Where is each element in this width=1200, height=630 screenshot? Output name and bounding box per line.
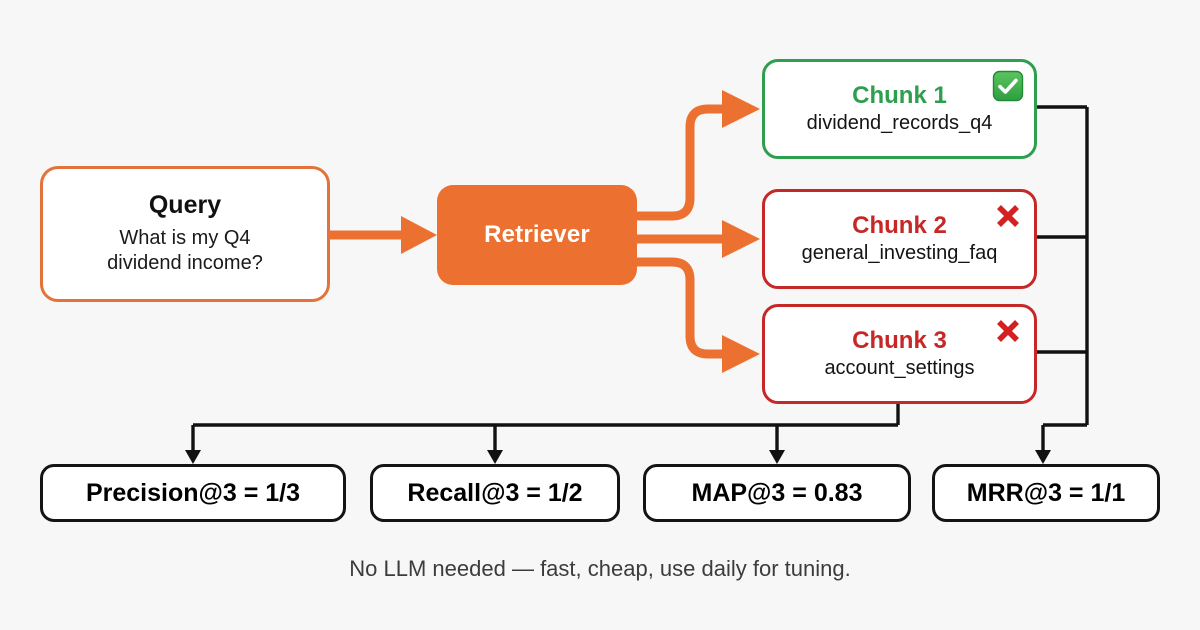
mrr-arrowhead <box>1035 450 1051 464</box>
metric-box-map: MAP@3 = 0.83 <box>643 464 911 522</box>
metric-box-precision: Precision@3 = 1/3 <box>40 464 346 522</box>
metric-label-map: MAP@3 = 0.83 <box>691 478 863 507</box>
chunk-title-3: Chunk 3 <box>852 326 947 354</box>
chunk-box-2: Chunk 2 general_investing_faq <box>762 189 1037 289</box>
connector-chunks-to-mrr <box>1037 105 1089 452</box>
cross-mark-icon <box>991 199 1025 233</box>
chunk-title-1: Chunk 1 <box>852 81 947 109</box>
retriever-label: Retriever <box>484 221 590 248</box>
metric-label-mrr: MRR@3 = 1/1 <box>966 478 1126 507</box>
metric-label-recall: Recall@3 = 1/2 <box>407 478 583 507</box>
query-line-2: dividend income? <box>107 251 263 274</box>
metric-arrowheads <box>185 450 785 464</box>
chunk-subtitle-3: account_settings <box>824 357 975 380</box>
query-box: Query What is my Q4 dividend income? <box>40 166 330 302</box>
connector-retriever-to-chunk1 <box>637 90 760 221</box>
metric-label-precision: Precision@3 = 1/3 <box>85 478 301 507</box>
caption-text: No LLM needed — fast, cheap, use daily f… <box>349 556 851 581</box>
connector-retriever-to-chunk3 <box>637 257 760 373</box>
query-line-1: What is my Q4 <box>119 226 251 249</box>
chunk-subtitle-1: dividend_records_q4 <box>806 112 993 135</box>
cross-mark-icon <box>991 314 1025 348</box>
chunk-box-3: Chunk 3 account_settings <box>762 304 1037 404</box>
retriever-box: Retriever <box>437 185 637 285</box>
chunk-subtitle-2: general_investing_faq <box>801 242 998 265</box>
query-text: What is my Q4 dividend income? <box>107 226 263 276</box>
query-title: Query <box>148 191 222 220</box>
white-heavy-check-mark-icon <box>991 69 1025 103</box>
metric-box-mrr: MRR@3 = 1/1 <box>932 464 1160 522</box>
connector-chunks-to-metrics <box>191 404 900 452</box>
metric-box-recall: Recall@3 = 1/2 <box>370 464 620 522</box>
chunk-title-2: Chunk 2 <box>852 211 947 239</box>
chunk-box-1: Chunk 1 dividend_records_q4 <box>762 59 1037 159</box>
connector-retriever-to-chunk2 <box>637 220 760 258</box>
connector-query-to-retriever <box>330 216 437 254</box>
